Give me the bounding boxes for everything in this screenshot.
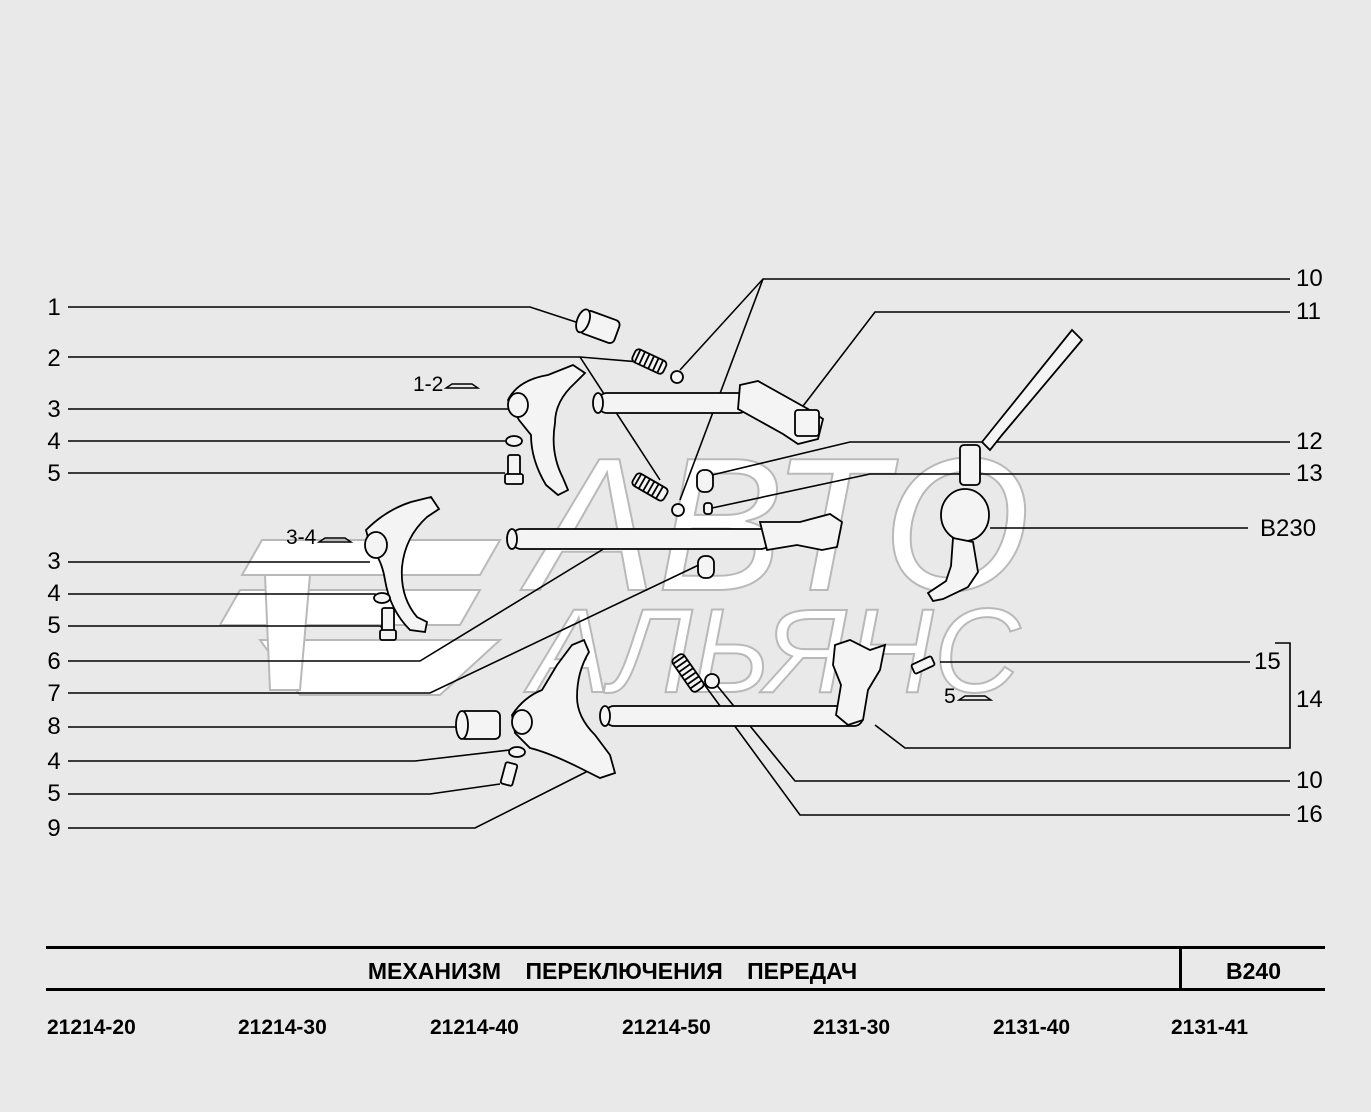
callout-5b: 5 <box>47 612 61 639</box>
callout-9: 9 <box>47 815 61 842</box>
gear-label-3-4: 3-4 <box>286 526 317 549</box>
title-divider <box>1179 949 1182 988</box>
title-bar: МЕХАНИЗМ ПЕРЕКЛЮЧЕНИЯ ПЕРЕДАЧ B240 <box>46 946 1325 991</box>
callout-11: 11 <box>1296 298 1321 325</box>
callout-1: 1 <box>47 294 61 321</box>
model-6: 2131-41 <box>1171 1016 1249 1039</box>
watermark-logo: АВТО АЛЬЯНС <box>218 418 1031 719</box>
callout-6: 6 <box>47 648 61 675</box>
parts-diagram: АВТО АЛЬЯНС <box>68 278 1291 829</box>
callout-14: 14 <box>1296 686 1323 713</box>
gear-icons <box>316 383 994 701</box>
gear-label-1-2: 1-2 <box>413 373 444 396</box>
callout-3: 3 <box>47 396 61 423</box>
model-1: 21214-30 <box>238 1016 327 1039</box>
page-title: МЕХАНИЗМ ПЕРЕКЛЮЧЕНИЯ ПЕРЕДАЧ <box>367 958 858 984</box>
callout-5: 5 <box>47 460 61 487</box>
callout-7: 7 <box>47 680 61 707</box>
callout-4: 4 <box>47 428 61 455</box>
callout-4b: 4 <box>47 580 61 607</box>
callout-13: 13 <box>1296 460 1323 487</box>
parts <box>364 308 1084 787</box>
model-2: 21214-40 <box>430 1016 519 1039</box>
callout-2: 2 <box>47 345 61 372</box>
watermark-text-2: АЛЬЯНС <box>524 584 1021 718</box>
callout-8: 8 <box>47 713 61 740</box>
model-4: 2131-30 <box>813 1016 891 1039</box>
model-0: 21214-20 <box>47 1016 136 1039</box>
model-3: 21214-50 <box>622 1016 711 1039</box>
callout-3b: 3 <box>47 548 61 575</box>
callout-5c: 5 <box>47 780 61 807</box>
section-code: B240 <box>1226 958 1281 984</box>
callout-10: 10 <box>1296 265 1323 292</box>
callout-12: 12 <box>1296 428 1323 455</box>
callout-16: 16 <box>1296 801 1323 828</box>
callout-b230: B230 <box>1260 515 1317 542</box>
model-5: 2131-40 <box>993 1016 1071 1039</box>
gear-label-5: 5 <box>944 685 956 708</box>
callout-15: 15 <box>1254 648 1281 675</box>
callout-10b: 10 <box>1296 767 1323 794</box>
callout-4c: 4 <box>47 748 61 775</box>
